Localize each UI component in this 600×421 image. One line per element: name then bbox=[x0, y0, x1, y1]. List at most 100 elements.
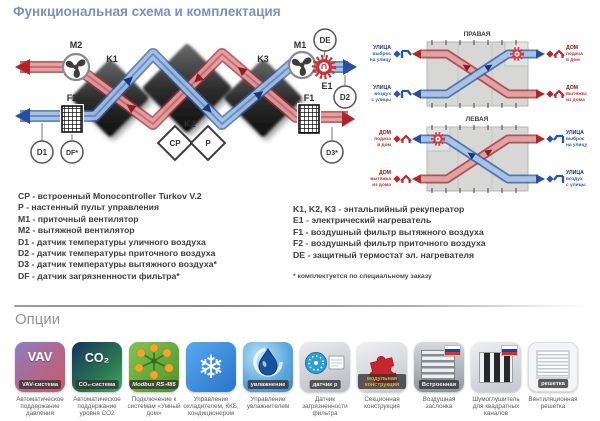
intake-inlet-arrow bbox=[15, 108, 30, 124]
port-label: УЛИЦА bbox=[373, 85, 391, 91]
option-cooling: ❄ Управление охладителем, ККБ, кондицион… bbox=[183, 342, 239, 418]
option-caption: Воздушная заслонка bbox=[422, 396, 456, 411]
snowflake-icon: ❄ bbox=[186, 342, 236, 392]
page-title: Функциональная схема и комплектация bbox=[13, 4, 281, 19]
legend-item: K1, K2, K3 - энтальпийный рекуператор bbox=[293, 204, 465, 214]
russian-flag-icon bbox=[444, 345, 461, 356]
sensor-d1 bbox=[30, 140, 54, 164]
street-icons bbox=[400, 49, 412, 98]
legend-item: D2 - датчик температуры приточного возду… bbox=[18, 248, 216, 259]
legend-item: P - настенный пульт управления bbox=[18, 202, 160, 213]
label-d1: D1 bbox=[37, 148, 48, 157]
label-m1: M1 bbox=[294, 40, 307, 50]
option-caption: Шумоглушитель для квадратных каналов bbox=[472, 396, 520, 418]
option-modbus: Modbus RS-485 Подключение к системам «Ум… bbox=[127, 342, 181, 418]
svg-text:с улицы: с улицы bbox=[371, 98, 391, 103]
options-row: VAV VAV-система Автоматическое поддержан… bbox=[15, 342, 578, 418]
svg-text:в дом: в дом bbox=[566, 58, 580, 63]
svg-text:на улицу: на улицу bbox=[566, 143, 587, 148]
legend-footnote: * комплектуется по специальному заказу bbox=[293, 273, 432, 280]
legend-item: F2 - воздушный фильтр приточного воздуха bbox=[293, 238, 486, 249]
svg-text:воздух: воздух bbox=[566, 177, 583, 182]
modbus-network-icon: Modbus RS-485 bbox=[129, 342, 179, 392]
option-vav: VAV VAV-система Автоматическое поддержан… bbox=[15, 342, 65, 418]
vav-badge: VAV-система bbox=[18, 380, 62, 389]
legend-item: DE - защитный термостат эл. нагревателя bbox=[293, 249, 475, 260]
legend-item: E1 - электрический нагреватель bbox=[293, 215, 432, 226]
option-caption: Автоматическое поддержание уровня CO2 bbox=[73, 396, 121, 418]
svg-text:с улицы: с улицы bbox=[566, 183, 586, 188]
svg-text:из дома: из дома bbox=[566, 98, 585, 103]
label-p: P bbox=[205, 139, 211, 148]
functional-scheme-diagram: M2 K1 F2 K2 K3 M1 E1 F1 D1 DF* D2 D3* DE… bbox=[15, 28, 587, 193]
svg-text:из дома: из дома bbox=[372, 183, 391, 188]
svg-text:вытяжка: вытяжка bbox=[370, 177, 391, 182]
right-unit-diagram: ПРАВАЯ bbox=[370, 31, 587, 108]
label-f1: F1 bbox=[304, 93, 315, 103]
option-grille: решетка Вентиляционная решетка bbox=[528, 342, 578, 418]
return-inlet-arrow bbox=[342, 111, 355, 127]
street-icons bbox=[553, 134, 565, 183]
svg-text:подача: подача bbox=[374, 137, 391, 142]
house-icons bbox=[553, 49, 565, 98]
svg-text:в дом: в дом bbox=[377, 143, 391, 148]
legend-item: F1 - воздушный фильтр вытяжного воздуха bbox=[293, 226, 484, 237]
sensor-badge: датчик p bbox=[309, 380, 341, 389]
port-label: ДОМ bbox=[566, 85, 578, 91]
pressure-sensor-icon: датчик p bbox=[300, 342, 350, 392]
damper-badge: Встроенная bbox=[418, 380, 460, 389]
filter-f1 bbox=[297, 103, 321, 135]
label-cp: CP bbox=[169, 139, 181, 148]
label-k3: K3 bbox=[257, 54, 269, 64]
co2-badge: CO₂-система bbox=[75, 380, 119, 389]
remote-panel-p bbox=[189, 124, 227, 162]
label-d2: D2 bbox=[340, 93, 351, 102]
vav-icon: VAV VAV-система bbox=[15, 342, 65, 392]
humidifier-badge: увлажнение bbox=[247, 380, 289, 389]
supply-fan-m1-icon bbox=[287, 50, 317, 80]
label-d3: D3* bbox=[326, 150, 338, 157]
sensor-leads bbox=[41, 50, 346, 141]
right-unit-heater-icon bbox=[510, 47, 524, 61]
label-de: DE bbox=[319, 36, 331, 45]
svg-text:выброс: выброс bbox=[566, 135, 585, 142]
sensor-d3 bbox=[320, 140, 344, 164]
sensor-d2 bbox=[333, 85, 357, 109]
section-divider bbox=[14, 305, 586, 307]
modular-badge: модульная конструкция bbox=[358, 374, 406, 389]
option-caption: Автоматическое поддержание давления bbox=[16, 396, 64, 418]
svg-text:выброс: выброс bbox=[373, 50, 392, 57]
legend-item: CP - встроенный Monocontroller Turkov V.… bbox=[18, 191, 202, 201]
silencer-icon bbox=[471, 342, 521, 392]
port-label: УЛИЦА bbox=[566, 130, 584, 136]
legend-item: M2 - вытяжной вентилятор bbox=[18, 225, 135, 236]
left-unit-diagram: ЛЕВАЯ bbox=[370, 116, 587, 193]
legend-left-column: CP - встроенный Monocontroller Turkov V.… bbox=[18, 191, 217, 282]
label-f2: F2 bbox=[67, 93, 78, 103]
option-caption: Вентиляционная решетка bbox=[528, 396, 578, 411]
house-icons bbox=[400, 134, 412, 183]
exhaust-fan-m2-icon bbox=[61, 52, 91, 82]
sensor-circles bbox=[30, 28, 357, 164]
label-k1: K1 bbox=[106, 54, 118, 64]
sensor-df bbox=[60, 140, 84, 164]
option-damper: Встроенная Воздушная заслонка bbox=[414, 342, 464, 418]
modbus-badge: Modbus RS-485 bbox=[129, 380, 179, 389]
left-unit-heater-icon bbox=[431, 132, 445, 146]
grille-badge: решетка bbox=[538, 379, 568, 388]
puzzle-icon: модульная конструкция bbox=[357, 342, 407, 392]
duct-end-arrows bbox=[15, 59, 357, 127]
svg-text:подача: подача bbox=[566, 52, 583, 57]
legend-item: M1 - приточный вентилятор bbox=[18, 213, 139, 224]
svg-text:воздух: воздух bbox=[374, 92, 391, 97]
silencer-baffles bbox=[479, 352, 513, 383]
vav-label: VAV bbox=[27, 349, 53, 364]
co2-label: CO₂ bbox=[84, 351, 110, 365]
option-caption: Управление увлажнителем bbox=[246, 396, 290, 411]
label-df: DF* bbox=[66, 150, 78, 157]
option-caption: Подключение к системам «Умный дом» bbox=[127, 396, 181, 418]
option-filter-sensor: датчик p Датчик загрязненности фильтра bbox=[300, 342, 350, 418]
option-caption: Датчик загрязненности фильтра bbox=[302, 396, 348, 418]
label-m2: M2 bbox=[70, 40, 83, 50]
